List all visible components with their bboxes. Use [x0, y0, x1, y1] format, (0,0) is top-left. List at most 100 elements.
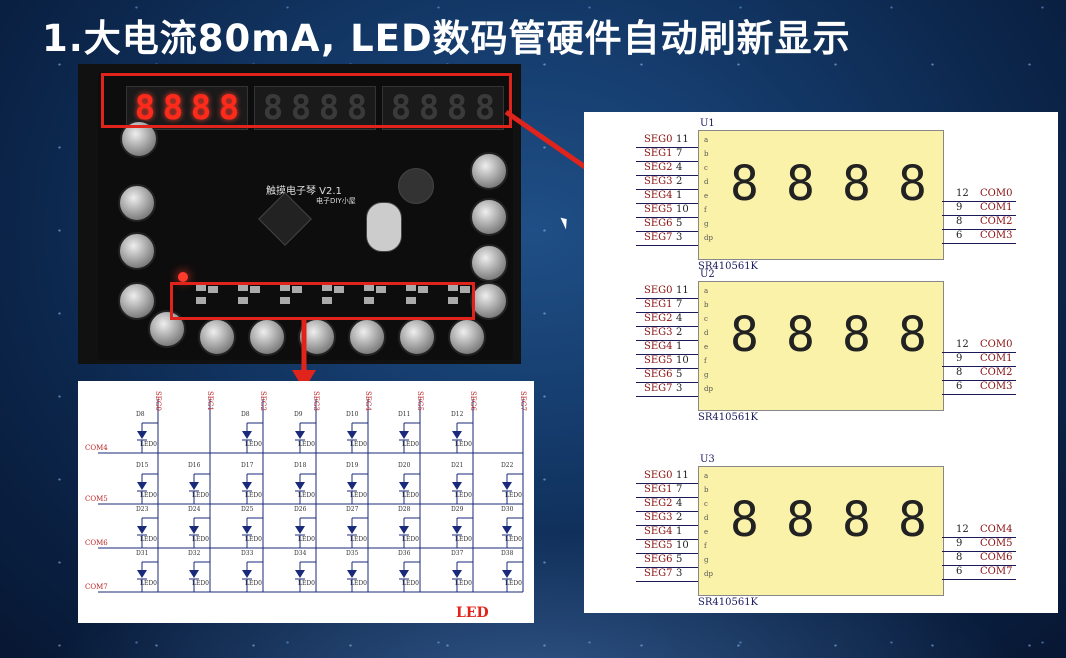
com-pin-name: COM3 [980, 230, 1013, 241]
seg-pin-name: SEG7 [644, 568, 673, 579]
seg-letter: e [704, 192, 709, 200]
seg-pin-number: 1 [676, 341, 683, 352]
pin-wire [636, 396, 698, 397]
seg-letter: b [704, 301, 709, 309]
touch-button [118, 232, 156, 270]
led-column-label: SEG4 [364, 391, 372, 411]
seg-letter: dp [704, 385, 713, 393]
seg-pin-number: 11 [676, 470, 689, 481]
pin-wire [636, 326, 698, 327]
led-ref: D8 [136, 411, 145, 418]
led-symbol [452, 431, 462, 439]
unit-ref: U3 [700, 454, 715, 465]
led-ref: D11 [398, 411, 411, 418]
led-part: LED0 [192, 492, 209, 499]
com-wire [942, 352, 1016, 353]
seg-pin-name: SEG7 [644, 383, 673, 394]
seg-pin-name: SEG4 [644, 526, 673, 537]
led-ref: D33 [241, 550, 254, 557]
seg-letter: g [704, 371, 709, 379]
seg-pin-name: SEG1 [644, 148, 673, 159]
seg-letter: d [704, 514, 709, 522]
seg-pin-number: 4 [676, 498, 683, 509]
led-symbol [502, 526, 512, 534]
led-column-label: SEG7 [519, 391, 527, 411]
led-part: LED0 [455, 441, 472, 448]
led-part: LED0 [192, 536, 209, 543]
seg-letter: d [704, 178, 709, 186]
seg-pin-name: SEG4 [644, 341, 673, 352]
led-part: LED0 [140, 580, 157, 587]
led-column-label: SEG5 [416, 391, 424, 411]
smd-led [238, 284, 248, 291]
led-symbol [452, 526, 462, 534]
pin-wire [636, 312, 698, 313]
led-column-label: SEG3 [312, 391, 320, 411]
smd-led [196, 284, 206, 291]
com-wire [942, 380, 1016, 381]
unit-part-number: SR410561K [698, 597, 759, 608]
com-wire [942, 394, 1016, 395]
led-row-label: COM4 [85, 444, 108, 452]
seg-pin-number: 5 [676, 554, 683, 565]
led-ref: D26 [294, 506, 307, 513]
com-pin-number: 6 [956, 381, 963, 392]
touch-button [118, 184, 156, 222]
smd-led [250, 286, 260, 293]
seg-pin-name: SEG2 [644, 162, 673, 173]
smd-led [448, 284, 458, 291]
led-part: LED0 [402, 492, 419, 499]
led-part: LED0 [505, 536, 522, 543]
seg-pin-number: 3 [676, 568, 683, 579]
digit-glyph: 8 [898, 156, 927, 212]
led-symbol [399, 526, 409, 534]
display-digit: 8 [318, 88, 340, 128]
led-symbol [452, 482, 462, 490]
seg-letter: g [704, 220, 709, 228]
seg-letter: a [704, 136, 709, 144]
smd-led [406, 284, 416, 291]
smd-led [322, 284, 332, 291]
smd-led [406, 297, 416, 304]
led-ref: D24 [188, 506, 201, 513]
led-part: LED0 [350, 441, 367, 448]
seg-pin-name: SEG5 [644, 204, 673, 215]
led-ref: D34 [294, 550, 307, 557]
led-ref: D28 [398, 506, 411, 513]
com-pin-name: COM2 [980, 367, 1013, 378]
led-highlight-box [170, 282, 475, 320]
touch-button [470, 282, 508, 320]
com-wire [942, 579, 1016, 580]
led-row-label: COM7 [85, 583, 108, 591]
led-symbol [189, 526, 199, 534]
pin-wire [636, 147, 698, 148]
led-ref: D22 [501, 462, 514, 469]
led-ref: D17 [241, 462, 254, 469]
display-digit: 8 [346, 88, 368, 128]
com-pin-name: COM6 [980, 552, 1013, 563]
smd-led [334, 286, 344, 293]
led-symbol [242, 526, 252, 534]
seg-letter: b [704, 150, 709, 158]
led-symbol [137, 431, 147, 439]
led-column-label: SEG1 [206, 391, 214, 411]
pin-wire [636, 553, 698, 554]
display-digit: 8 [262, 88, 284, 128]
touch-button [448, 318, 486, 356]
smd-led [280, 297, 290, 304]
com-pin-number: 6 [956, 230, 963, 241]
led-part: LED0 [245, 492, 262, 499]
seg-pin-name: SEG4 [644, 190, 673, 201]
led-part: LED0 [455, 492, 472, 499]
digit-glyph: 8 [842, 307, 871, 363]
pin-wire [636, 483, 698, 484]
led-symbol [242, 570, 252, 578]
seg-letter: dp [704, 570, 713, 578]
led-symbol [137, 526, 147, 534]
led-part: LED0 [298, 580, 315, 587]
display-digit: 8 [162, 88, 184, 128]
unit-ref: U1 [700, 118, 715, 129]
seg-letter: a [704, 472, 709, 480]
unit-part-number: SR410561K [698, 261, 759, 272]
